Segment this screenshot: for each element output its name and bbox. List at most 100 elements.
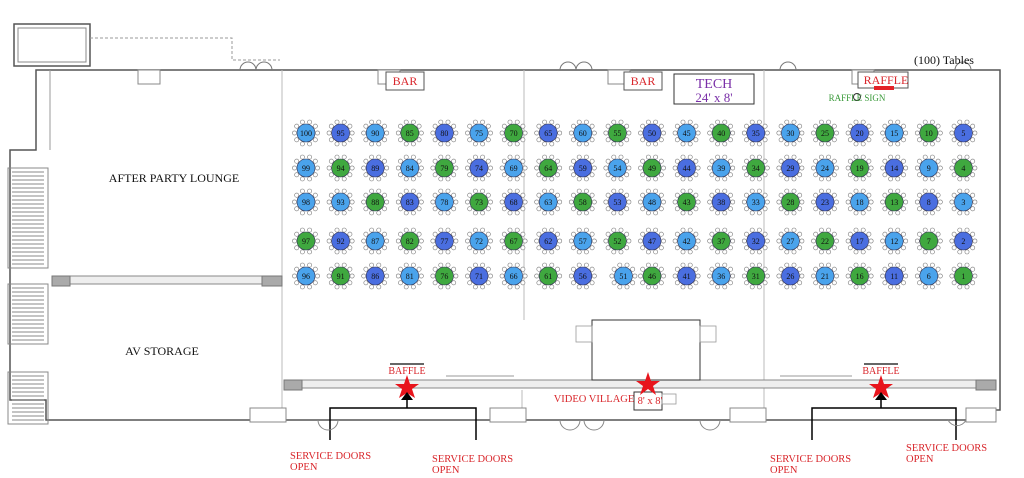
- table-circle: [711, 123, 731, 143]
- chair: [307, 119, 312, 125]
- chair: [813, 192, 819, 198]
- chair: [626, 165, 632, 171]
- table-number: 47: [648, 237, 656, 246]
- chair: [341, 119, 347, 125]
- chair: [653, 227, 658, 233]
- table-circle: [469, 123, 489, 143]
- chair: [430, 165, 436, 171]
- chair: [791, 249, 797, 255]
- chair: [970, 137, 976, 143]
- chair: [472, 119, 478, 125]
- table-number: 52: [613, 237, 621, 246]
- chair: [485, 206, 491, 212]
- chair: [860, 119, 866, 125]
- chair: [930, 154, 935, 160]
- chair: [895, 284, 901, 290]
- chair: [757, 262, 762, 268]
- chair: [520, 245, 526, 251]
- table-46: 46: [638, 262, 666, 290]
- chair: [661, 273, 666, 279]
- chair: [410, 188, 416, 194]
- chair: [624, 192, 630, 198]
- table-circle: [331, 266, 350, 286]
- chair: [819, 210, 824, 216]
- table-53: 53: [603, 188, 632, 216]
- table-circle: [781, 192, 800, 212]
- chair: [728, 172, 733, 178]
- chair: [709, 231, 715, 237]
- chair: [382, 206, 387, 212]
- chair: [589, 158, 595, 164]
- chair: [799, 165, 805, 171]
- chair: [970, 206, 976, 212]
- chair: [501, 158, 507, 164]
- chair: [363, 172, 369, 178]
- chair: [964, 210, 970, 216]
- chair: [826, 176, 831, 182]
- service-door-2-line1: SERVICE DOORS: [432, 454, 513, 465]
- chair: [778, 231, 784, 237]
- chair: [762, 192, 768, 198]
- chair: [797, 158, 803, 164]
- chair: [453, 165, 459, 171]
- table-11: 11: [880, 262, 909, 290]
- table-circle: [573, 123, 593, 143]
- chair: [349, 165, 355, 171]
- chair: [661, 199, 666, 205]
- tech-label: TECH: [696, 77, 733, 92]
- chair: [536, 266, 542, 272]
- chair: [970, 245, 976, 251]
- table-circle: [954, 123, 973, 143]
- chair: [328, 266, 334, 272]
- chair: [514, 188, 520, 194]
- table-18: 18: [845, 188, 874, 216]
- chair: [813, 245, 819, 251]
- chair: [826, 154, 831, 160]
- chair: [605, 245, 611, 251]
- chair: [935, 192, 941, 198]
- table-circle: [538, 231, 558, 251]
- chair: [507, 262, 513, 268]
- chair: [376, 119, 382, 125]
- table-number: 23: [821, 198, 829, 207]
- chair: [722, 227, 728, 233]
- chair: [791, 119, 797, 125]
- chair: [416, 266, 422, 272]
- chair: [522, 130, 528, 136]
- chair: [451, 266, 457, 272]
- chair: [555, 172, 560, 178]
- chair: [514, 262, 520, 268]
- baffle-left-star: [395, 375, 419, 398]
- chair: [845, 199, 851, 205]
- baffle-left-label: BAFFLE: [388, 366, 425, 377]
- table-number: 84: [406, 164, 414, 173]
- chair: [957, 188, 963, 194]
- chair: [299, 154, 305, 160]
- table-number: 7: [927, 237, 931, 246]
- chair: [307, 141, 312, 147]
- chair: [922, 188, 928, 194]
- table-100: 100: [292, 119, 320, 147]
- chair: [695, 199, 701, 205]
- chair: [674, 137, 680, 143]
- chair: [520, 123, 526, 129]
- chair: [611, 119, 617, 125]
- chair: [467, 231, 473, 237]
- chair: [472, 141, 478, 147]
- chair: [674, 192, 680, 198]
- chair: [778, 266, 784, 272]
- table-circle: [711, 231, 731, 251]
- chair: [813, 266, 819, 272]
- chair: [640, 158, 646, 164]
- table-number: 89: [371, 164, 379, 173]
- table-36: 36: [707, 262, 736, 290]
- chair: [728, 231, 733, 237]
- chair: [382, 172, 387, 178]
- chair: [715, 210, 720, 216]
- chair: [853, 210, 859, 216]
- table-1: 1: [949, 262, 978, 290]
- chair: [292, 238, 297, 244]
- chair: [709, 172, 715, 178]
- table-94: 94: [326, 154, 355, 182]
- chair: [834, 238, 839, 244]
